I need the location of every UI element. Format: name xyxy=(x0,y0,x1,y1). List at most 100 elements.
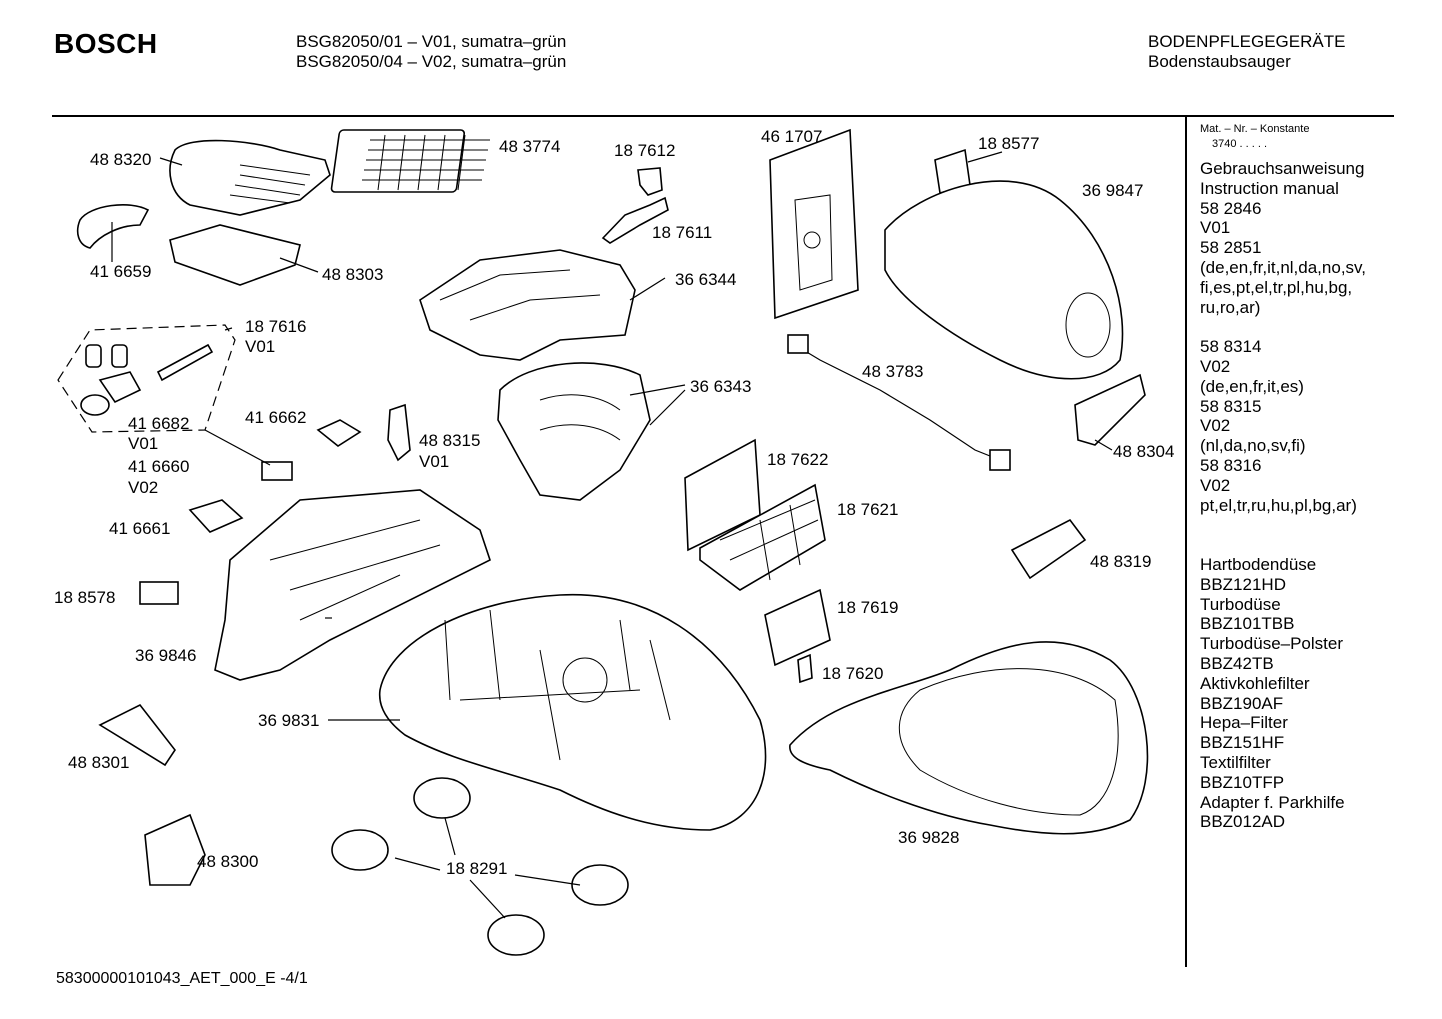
callout-416660-variant: V02 xyxy=(128,478,159,497)
side-line: 58 2846 xyxy=(1200,198,1262,218)
callout-488315: 48 8315 xyxy=(419,431,481,450)
side-line xyxy=(1200,317,1366,337)
callout-187620: 18 7620 xyxy=(822,664,884,683)
side-line: (nl,da,no,sv,fi) xyxy=(1200,436,1306,456)
callout-188577: 18 8577 xyxy=(978,134,1040,153)
part-hepa-filter-grid xyxy=(362,134,490,191)
part-button xyxy=(76,204,150,249)
part-cable-plug xyxy=(787,334,809,354)
part-416661 xyxy=(188,499,244,533)
part-416682 xyxy=(261,461,293,481)
part-main-body xyxy=(378,593,767,831)
side-line: 58 8314 xyxy=(1200,337,1262,357)
side-line: Hartbodendüse xyxy=(1200,554,1317,574)
side-line: Adapter f. Parkhilfe xyxy=(1200,792,1345,812)
callout-488304: 48 8304 xyxy=(1113,442,1175,461)
part-cable-end xyxy=(989,449,1011,471)
callout-416660: 41 6660 xyxy=(128,457,190,476)
callout-416682-variant: V01 xyxy=(128,434,159,453)
callout-187616-variant: V01 xyxy=(245,337,276,356)
side-line: (de,en,fr,it,nl,da,no,sv, xyxy=(1200,257,1366,277)
side-line: Turbodüse–Polster xyxy=(1200,634,1344,654)
category-subtitle: Bodenstaubsauger xyxy=(1148,52,1291,71)
callout-187612: 18 7612 xyxy=(614,141,676,160)
callout-188291: 18 8291 xyxy=(446,859,508,878)
part-488319 xyxy=(1010,518,1087,580)
part-cable xyxy=(794,344,1001,461)
callout-187611: 18 7611 xyxy=(652,223,713,242)
document-id: 58300000101043_AET_000_E -4/1 xyxy=(56,970,308,987)
header-divider xyxy=(52,115,1394,117)
callout-369846: 36 9846 xyxy=(135,646,197,665)
callout-188578: 18 8578 xyxy=(54,588,116,607)
callout-366344: 36 6344 xyxy=(675,270,737,289)
callout-366343: 36 6343 xyxy=(690,377,752,396)
part-488315 xyxy=(387,403,411,462)
model-line-1: BSG82050/01 – V01, sumatra–grün xyxy=(296,32,567,51)
part-kit-tube-1 xyxy=(85,344,102,368)
part-dust-bag xyxy=(769,128,859,320)
part-416662 xyxy=(316,419,362,447)
side-line: 58 8316 xyxy=(1200,455,1262,475)
part-488300 xyxy=(144,813,206,886)
part-hepa-filter xyxy=(330,129,466,193)
callout-483783: 48 3783 xyxy=(862,362,924,381)
callout-488319: 48 8319 xyxy=(1090,552,1152,571)
side-line: fi,es,pt,el,tr,pl,hu,bg, xyxy=(1200,277,1353,297)
callout-488300: 48 8300 xyxy=(197,852,259,871)
side-line: BBZ101TBB xyxy=(1200,614,1295,634)
callout-488303: 48 8303 xyxy=(322,265,384,284)
part-lever-187611 xyxy=(601,196,669,244)
side-line: Textilfilter xyxy=(1200,752,1271,772)
side-line: Turbodüse xyxy=(1200,594,1281,614)
side-line: Aktivkohlefilter xyxy=(1200,673,1310,693)
callout-461707: 46 1707 xyxy=(761,127,823,146)
part-bumper xyxy=(789,641,1149,835)
part-lid xyxy=(884,180,1124,380)
callout-488301: 48 8301 xyxy=(68,753,130,772)
part-clip-187620 xyxy=(797,653,813,684)
part-foil xyxy=(169,224,301,286)
part-clip-187612 xyxy=(637,167,663,196)
part-kit-tube-2 xyxy=(111,344,128,368)
part-top-cover xyxy=(169,139,331,216)
callout-187616: 18 7616 xyxy=(245,317,307,336)
side-line: (de,en,fr,it,es) xyxy=(1200,376,1304,396)
side-line: Instruction manual xyxy=(1200,178,1339,198)
side-line: BBZ42TB xyxy=(1200,653,1274,673)
model-line-2: BSG82050/04 – V02, sumatra–grün xyxy=(296,52,567,71)
callout-416659: 41 6659 xyxy=(90,262,152,281)
callout-483774: 48 3774 xyxy=(499,137,561,156)
callout-187619: 18 7619 xyxy=(837,598,899,617)
side-line: BBZ151HF xyxy=(1200,733,1285,753)
side-panel-list: Gebrauchsanweisung Instruction manual 58… xyxy=(1200,159,1366,832)
leader-lines xyxy=(111,151,1113,919)
callout-187621: 18 7621 xyxy=(837,500,899,519)
side-panel-divider xyxy=(1185,116,1187,967)
side-line: V02 xyxy=(1200,356,1231,376)
part-kit-disc xyxy=(80,394,110,416)
side-line: BBZ012AD xyxy=(1200,812,1286,832)
side-line: BBZ121HD xyxy=(1200,574,1286,594)
callout-369831: 36 9831 xyxy=(258,711,320,730)
side-line: V02 xyxy=(1200,475,1231,495)
part-rear-housing xyxy=(214,489,491,681)
mat-number-value: 3740 . . . . . xyxy=(1212,138,1268,150)
callout-416662: 41 6662 xyxy=(245,408,307,427)
side-line: 58 2851 xyxy=(1200,238,1262,258)
callout-187622: 18 7622 xyxy=(767,450,829,469)
callout-416661: 41 6661 xyxy=(109,519,171,538)
mat-number-header: Mat. – Nr. – Konstante xyxy=(1200,123,1310,135)
part-bracket-187619 xyxy=(764,588,831,667)
side-line: ru,ro,ar) xyxy=(1200,297,1261,317)
side-line: 58 8315 xyxy=(1200,396,1262,416)
part-488301 xyxy=(98,703,176,767)
category-title: BODENPFLEGEGERÄTE xyxy=(1148,32,1346,51)
callout-488315-variant: V01 xyxy=(419,452,450,471)
side-line: Hepa–Filter xyxy=(1200,713,1288,733)
side-line: V01 xyxy=(1200,218,1231,238)
side-line: BBZ10TFP xyxy=(1200,772,1285,792)
brand-logo: BOSCH xyxy=(54,28,158,59)
part-188578 xyxy=(139,581,179,605)
